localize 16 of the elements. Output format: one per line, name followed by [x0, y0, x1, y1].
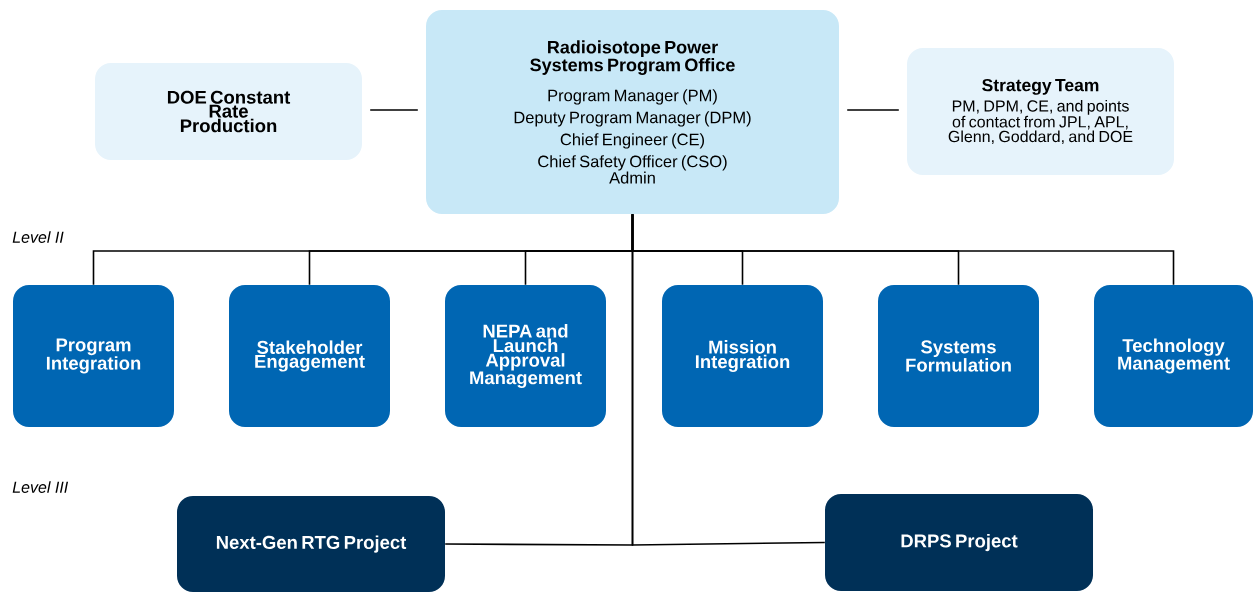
project-box: DRPS Project [825, 494, 1093, 591]
department-box: Mission Integration [662, 285, 823, 427]
program-office-box: Radioisotope Power Systems Program Office Program Manager (PM) Deputy Program Manager (DPM) Chief Engineer (CE) Chief Safety Officer (CSO) Admin [426, 10, 839, 214]
department-box: Program Integration [13, 285, 174, 427]
department-box: Stakeholder Engagement [229, 285, 390, 427]
connector-line [631, 213, 826, 546]
department-box: NEPA and Launch Approval Management [445, 285, 606, 427]
department-box: Technology Management [1094, 285, 1253, 427]
project-box: Next-Gen RTG Project [177, 496, 445, 592]
level-label: Level II [12, 231, 64, 243]
level-label: Level III [12, 481, 69, 493]
department-box: Systems Formulation [878, 285, 1039, 427]
team-box: Strategy Team PM, DPM, CE, and points of contact from JPL, APL, Glenn, Goddard, and DOE [907, 48, 1174, 175]
org-box: DOE Constant Rate Production [95, 63, 362, 160]
connector-line [846, 109, 900, 111]
connector-line [369, 109, 419, 111]
